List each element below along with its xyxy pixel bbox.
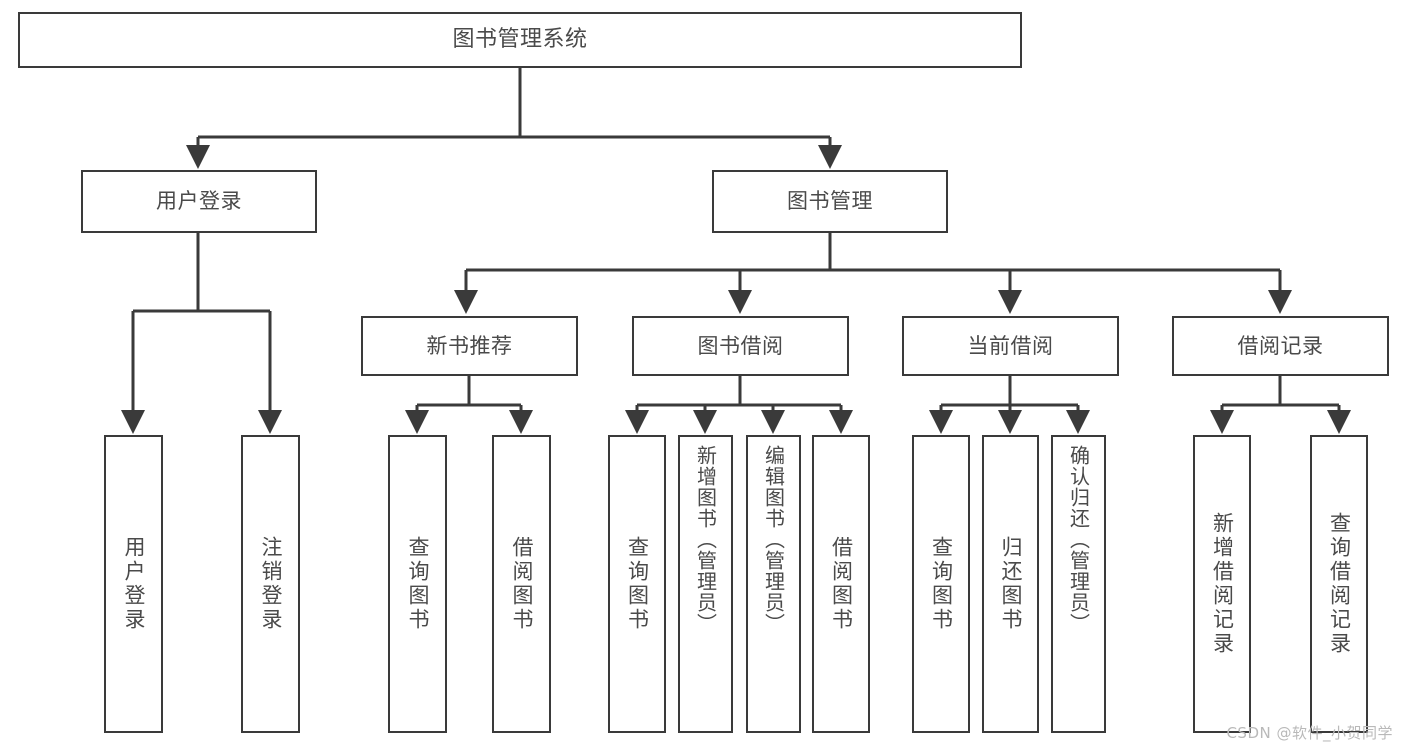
node-label: 查询图书 xyxy=(929,536,954,632)
leaf-nb-query-book[interactable]: 查询图书 xyxy=(388,435,447,733)
node-label: 查询图书 xyxy=(625,536,650,632)
node-label: 用户登录 xyxy=(156,189,242,214)
node-label: 图书借阅 xyxy=(697,333,784,358)
node-book-management[interactable]: 图书管理 xyxy=(712,170,948,233)
node-root-system[interactable]: 图书管理系统 xyxy=(18,12,1022,68)
node-current-borrow[interactable]: 当前借阅 xyxy=(902,316,1119,376)
node-label: 确认归还（管理员） xyxy=(1066,445,1091,634)
leaf-bb-query-book[interactable]: 查询图书 xyxy=(608,435,666,733)
leaf-bb-add-book[interactable]: 新增图书（管理员） xyxy=(678,435,733,733)
node-label: 借阅记录 xyxy=(1237,333,1324,358)
leaf-bb-borrow-book[interactable]: 借阅图书 xyxy=(812,435,870,733)
node-label: 新增借阅记录 xyxy=(1210,512,1235,656)
leaf-bb-edit-book[interactable]: 编辑图书（管理员） xyxy=(746,435,801,733)
node-book-borrow[interactable]: 图书借阅 xyxy=(632,316,849,376)
node-label: 当前借阅 xyxy=(967,333,1054,358)
node-label: 新增图书（管理员） xyxy=(693,445,718,634)
leaf-cb-confirm-return[interactable]: 确认归还（管理员） xyxy=(1051,435,1106,733)
node-label: 新书推荐 xyxy=(426,333,513,358)
node-label: 查询借阅记录 xyxy=(1327,512,1352,656)
node-label: 借阅图书 xyxy=(510,536,534,632)
leaf-nb-borrow-book[interactable]: 借阅图书 xyxy=(492,435,551,733)
node-label: 编辑图书（管理员） xyxy=(761,445,786,634)
leaf-cb-return-book[interactable]: 归还图书 xyxy=(982,435,1039,733)
node-label: 用户登录 xyxy=(122,536,146,632)
leaf-br-query-record[interactable]: 查询借阅记录 xyxy=(1310,435,1368,733)
node-label: 图书管理 xyxy=(787,189,873,214)
node-user-login[interactable]: 用户登录 xyxy=(81,170,317,233)
node-borrow-record[interactable]: 借阅记录 xyxy=(1172,316,1389,376)
node-label: 借阅图书 xyxy=(829,536,854,632)
node-label: 查询图书 xyxy=(406,536,430,632)
node-label: 图书管理系统 xyxy=(452,27,588,53)
leaf-br-add-record[interactable]: 新增借阅记录 xyxy=(1193,435,1251,733)
node-new-book-recommend[interactable]: 新书推荐 xyxy=(361,316,578,376)
node-label: 归还图书 xyxy=(999,536,1023,632)
leaf-user-login[interactable]: 用户登录 xyxy=(104,435,163,733)
node-label: 注销登录 xyxy=(259,536,283,632)
leaf-cb-query-book[interactable]: 查询图书 xyxy=(912,435,970,733)
leaf-logout[interactable]: 注销登录 xyxy=(241,435,300,733)
